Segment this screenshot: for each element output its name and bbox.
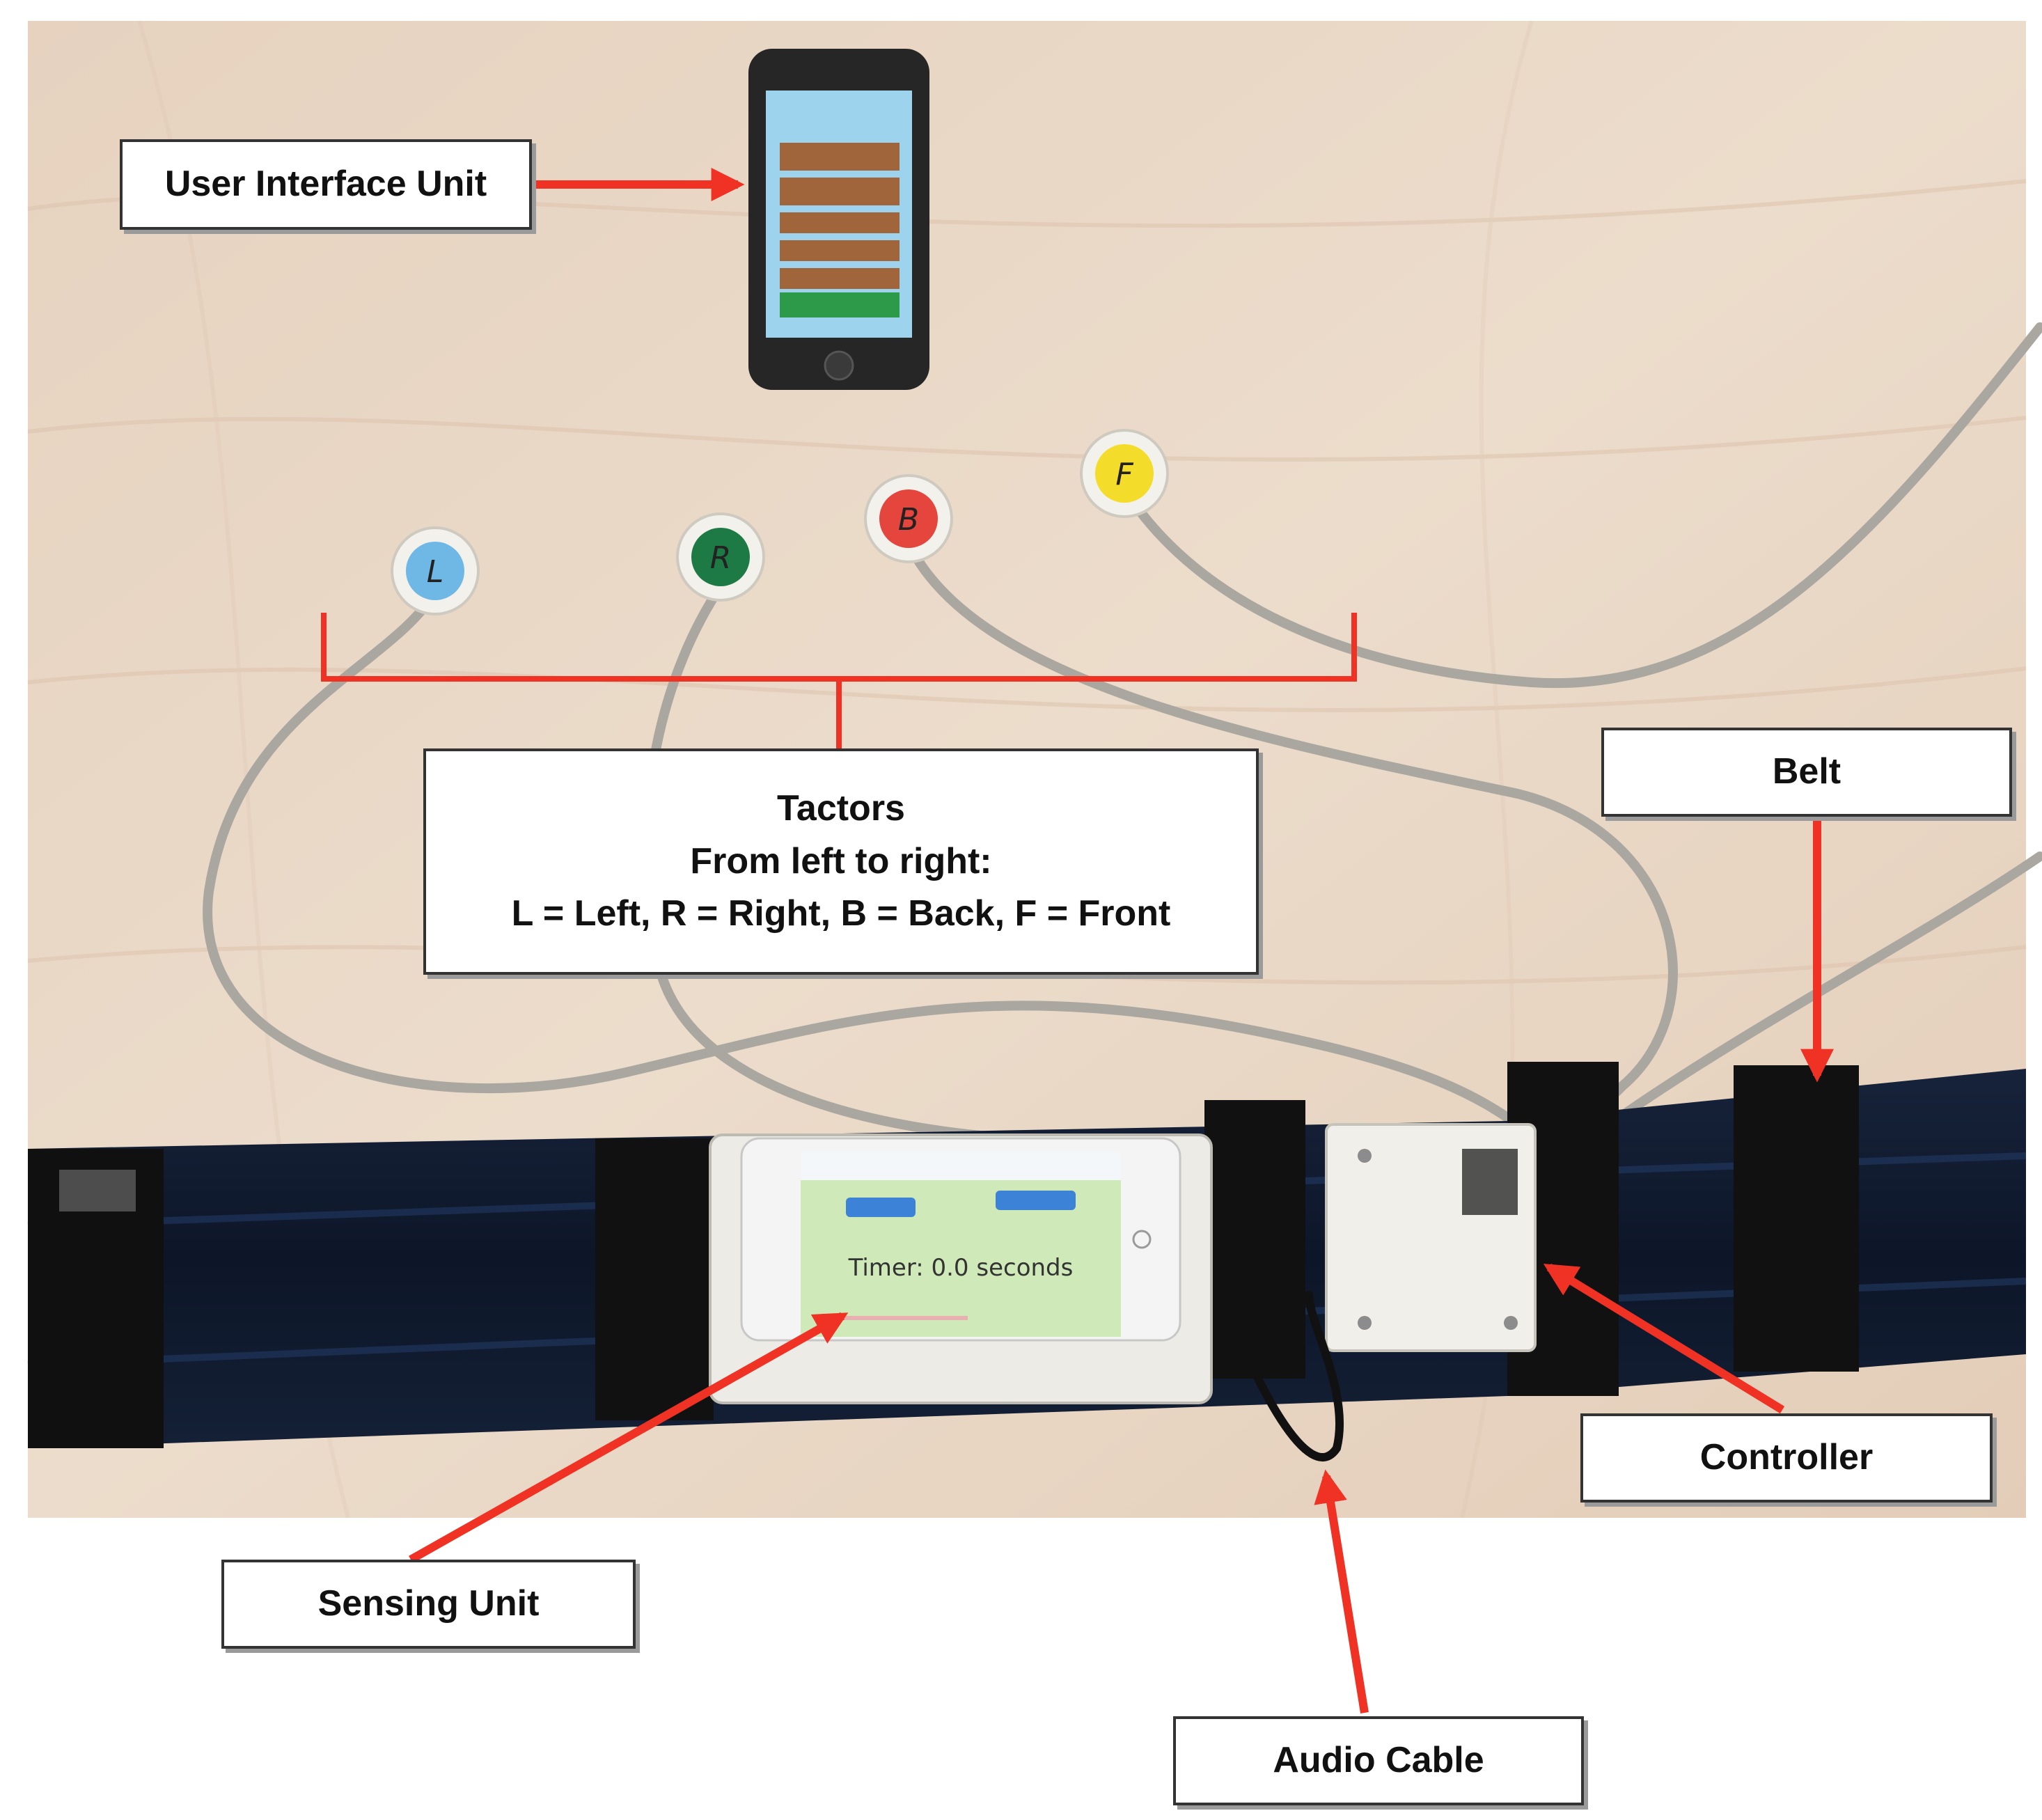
tactor-R-label: R bbox=[710, 540, 732, 576]
audio-cable bbox=[1221, 1291, 1344, 1461]
callout-user-interface-unit-text: User Interface Unit bbox=[164, 164, 487, 205]
callout-controller: Controller bbox=[1580, 1413, 1993, 1503]
arrow-controller bbox=[1543, 1263, 1785, 1414]
tactor-F-label: F bbox=[1115, 457, 1133, 492]
callout-sensing-unit-text: Sensing Unit bbox=[317, 1583, 540, 1624]
callout-tactors-line3: L = Left, R = Right, B = Back, F = Front bbox=[511, 893, 1171, 934]
callout-user-interface-unit: User Interface Unit bbox=[120, 139, 532, 230]
callout-belt: Belt bbox=[1601, 728, 2012, 817]
callout-audio-cable: Audio Cable bbox=[1173, 1716, 1584, 1805]
annotation-arrows bbox=[409, 168, 1834, 1713]
callout-controller-text: Controller bbox=[1699, 1437, 1874, 1478]
tactor-B-label: B bbox=[898, 502, 919, 538]
arrow-audio-cable bbox=[1314, 1469, 1369, 1713]
tactor-F: F bbox=[1080, 429, 1169, 518]
callout-tactors-line1: Tactors bbox=[777, 788, 905, 829]
callout-tactors: Tactors From left to right: L = Left, R … bbox=[423, 748, 1259, 975]
controller-box bbox=[1325, 1123, 1537, 1352]
tactor-L: L bbox=[391, 526, 480, 615]
arrow-sensing-unit bbox=[409, 1312, 849, 1564]
sensing-unit: Timer: 0.0 seconds bbox=[709, 1133, 1213, 1404]
user-interface-phone bbox=[748, 49, 929, 390]
sensing-timer-text: Timer: 0.0 seconds bbox=[848, 1254, 1074, 1282]
tactors-bracket bbox=[321, 613, 1357, 748]
callout-belt-text: Belt bbox=[1772, 751, 1841, 792]
callout-sensing-unit: Sensing Unit bbox=[221, 1560, 636, 1649]
tactor-B: B bbox=[864, 474, 953, 563]
callout-audio-cable-text: Audio Cable bbox=[1273, 1740, 1484, 1781]
tactor-R: R bbox=[676, 512, 765, 602]
tactor-L-label: L bbox=[427, 554, 444, 590]
callout-tactors-line2: From left to right: bbox=[690, 840, 992, 881]
